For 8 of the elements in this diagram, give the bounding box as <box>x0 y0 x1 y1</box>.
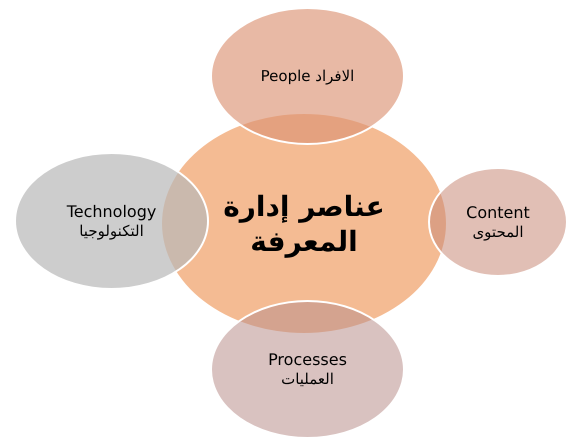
node-label: العمليات <box>281 370 334 389</box>
node-label: التكنولوجيا <box>79 222 144 240</box>
center-title: عناصر إدارة المعرفة <box>222 188 386 258</box>
node-label: Processes <box>268 350 347 370</box>
node-label: المحتوى <box>472 222 524 242</box>
node-label: Technology <box>66 202 156 222</box>
node-label: People الافراد <box>260 66 354 86</box>
node-label: Content <box>466 202 530 223</box>
